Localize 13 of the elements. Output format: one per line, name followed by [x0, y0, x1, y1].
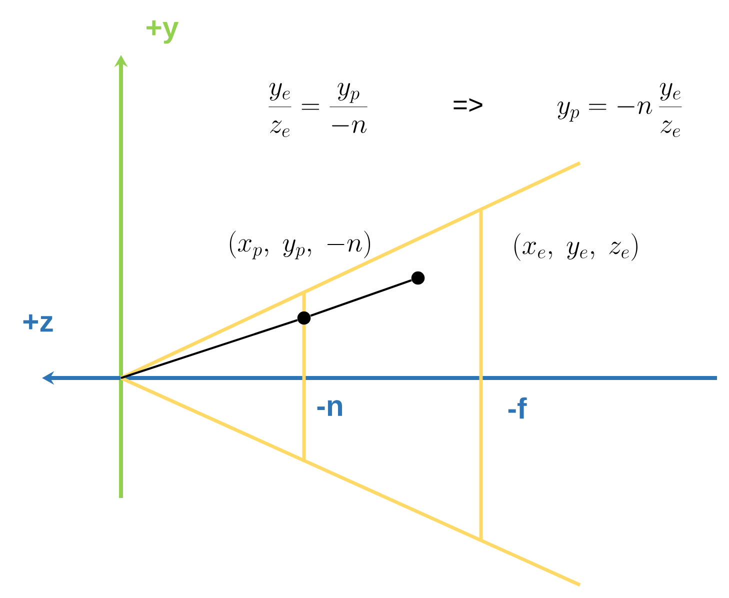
- axis-label: -n: [317, 400, 342, 416]
- axis-label: -f: [508, 397, 527, 419]
- formula: $y_p = -n\,\frac{y_e}{z_e}$: [557, 82, 682, 138]
- point-label: $(x_p,\ y_p,\ -n)$: [230, 230, 370, 260]
- line: [310, 279, 412, 317]
- axis-label: +y: [146, 20, 179, 44]
- axis-label: +z: [23, 314, 53, 332]
- formula: $\frac{y_e}{z_e} = \frac{y_p}{-n}$: [268, 82, 368, 138]
- point-dot: [297, 311, 311, 325]
- line: [120, 319, 298, 379]
- point-label: $(x_e,\ y_e,\ z_e)$: [514, 233, 638, 261]
- point-dot: [411, 271, 425, 285]
- implies-sign: =>: [454, 98, 482, 112]
